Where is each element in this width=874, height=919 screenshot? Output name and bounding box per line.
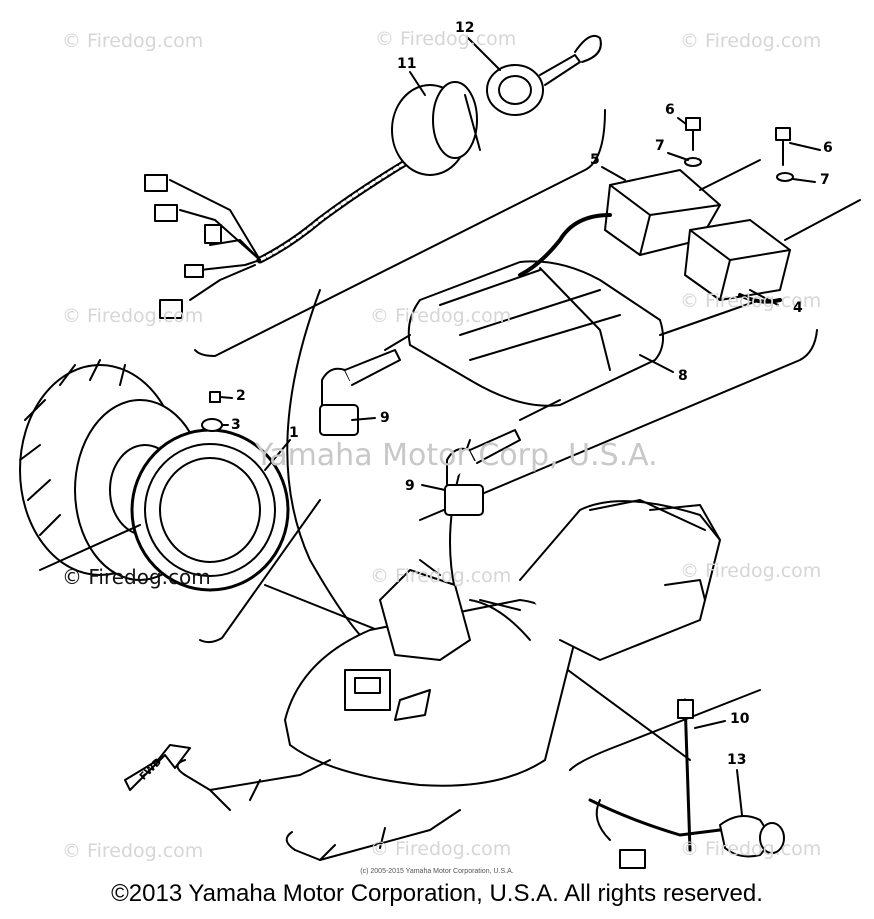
cdi-unit	[384, 260, 761, 421]
watermark: © Firedog.com	[62, 30, 204, 52]
divider-bottom-right	[569, 689, 761, 771]
watermark: © Firedog.com	[680, 290, 822, 312]
fwd-arrow	[124, 744, 191, 791]
callout-9: 9	[380, 410, 390, 426]
callout-6: 6	[665, 102, 675, 118]
leader-flywheel	[264, 584, 391, 636]
callout-6: 6	[823, 140, 833, 156]
snowmobile	[176, 499, 721, 861]
stop-switch-assembly	[588, 698, 785, 869]
callout-7: 7	[655, 138, 665, 154]
spark-plug-caps	[319, 349, 521, 516]
divider-left-group	[199, 499, 321, 644]
watermark: © Firedog.com	[680, 30, 822, 52]
callout-13: 13	[727, 752, 747, 768]
watermark-center: Yamaha Motor Corp, U.S.A.	[255, 438, 658, 473]
watermark: © Firedog.com	[375, 28, 517, 50]
wire-harness	[144, 81, 481, 319]
watermark: © Firedog.com	[62, 840, 204, 862]
flywheel-assembly	[19, 359, 290, 592]
divider-top-left	[194, 109, 606, 357]
screw-washer	[201, 391, 223, 432]
callout-11: 11	[397, 56, 417, 72]
watermark: © Firedog.com	[62, 305, 204, 327]
swoosh-left	[286, 289, 376, 651]
callout-9: 9	[405, 478, 415, 494]
callout-4: 4	[793, 300, 803, 316]
callout-3: 3	[231, 417, 241, 433]
callout-5: 5	[590, 152, 600, 168]
ignition-coils	[518, 159, 861, 304]
copyright-footer: ©2013 Yamaha Motor Corporation, U.S.A. A…	[111, 880, 763, 907]
callout-2: 2	[236, 388, 246, 404]
watermark: © Firedog.com	[680, 560, 822, 582]
watermark: © Firedog.com	[680, 838, 822, 860]
watermark: © Firedog.com	[62, 565, 211, 589]
callout-12: 12	[455, 20, 475, 36]
callout-1: 1	[289, 425, 299, 441]
callout-8: 8	[678, 368, 688, 384]
watermark: © Firedog.com	[370, 565, 512, 587]
callout-10: 10	[730, 711, 750, 727]
main-switch	[486, 34, 602, 116]
small-credit: (c) 2005-2015 Yamaha Motor Corporation, …	[360, 868, 514, 875]
callout-7: 7	[820, 172, 830, 188]
watermark: © Firedog.com	[370, 838, 512, 860]
divider-right-group	[419, 329, 818, 521]
watermark: © Firedog.com	[370, 305, 512, 327]
